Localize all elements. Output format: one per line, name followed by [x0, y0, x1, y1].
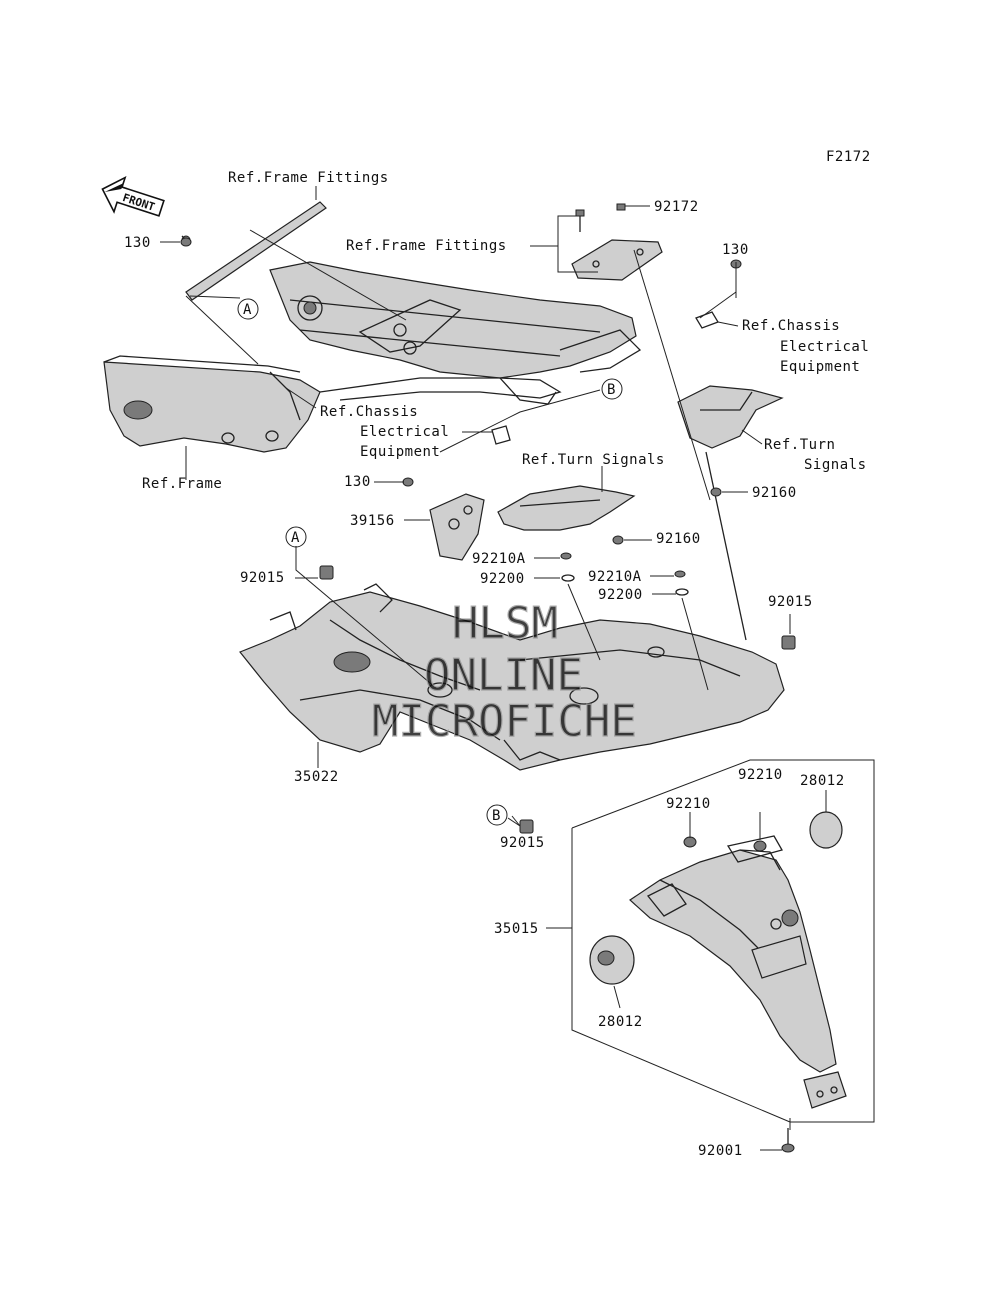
label-92015-b: 92015 — [768, 594, 813, 610]
turn-signal-left — [497, 485, 636, 531]
label-ref-chassis-left-2: Electrical — [360, 424, 449, 440]
label-92200-a: 92200 — [480, 571, 525, 587]
label-92200-b: 92200 — [598, 587, 643, 603]
label-92015-a: 92015 — [240, 570, 285, 586]
label-92210a-a: 92210A — [472, 551, 526, 567]
label-92210a-b: 92210A — [588, 569, 642, 585]
label-ref-chassis-right-1: Ref.Chassis — [742, 318, 840, 334]
front-arrow-icon: FRONT — [101, 175, 165, 217]
rear-fender-35015 — [589, 811, 847, 1109]
hardware-small-parts — [180, 237, 796, 1153]
label-92001: 92001 — [698, 1143, 743, 1159]
callout-a-top: A — [243, 302, 252, 318]
label-ref-frame: Ref.Frame — [142, 476, 222, 492]
label-ref-turn-right-2: Signals — [804, 457, 867, 473]
watermark: HLSM ONLINE MICROFICHE — [371, 597, 637, 747]
label-39156: 39156 — [350, 513, 395, 529]
label-92210-b: 92210 — [738, 767, 783, 783]
label-35022: 35022 — [294, 769, 339, 785]
label-130-right: 130 — [722, 242, 749, 258]
callout-b-top: B — [607, 382, 616, 398]
label-ref-chassis-left-3: Equipment — [360, 444, 440, 460]
label-ref-frame-fittings-mid: Ref.Frame Fittings — [346, 238, 507, 254]
watermark-line-1: HLSM — [452, 598, 558, 649]
turn-signal-right — [677, 385, 784, 641]
callout-circle-b-top — [601, 378, 623, 400]
rear-frame-drawing — [103, 261, 642, 453]
label-92160-b: 92160 — [656, 531, 701, 547]
callout-circle-a-lower — [285, 526, 307, 548]
label-ref-chassis-left-1: Ref.Chassis — [320, 404, 418, 420]
label-28012-a: 28012 — [800, 773, 845, 789]
callout-a-lower: A — [291, 530, 300, 546]
label-ref-turn-right-1: Ref.Turn — [764, 437, 835, 453]
label-92210-a: 92210 — [666, 796, 711, 812]
undertray-35022 — [239, 583, 785, 771]
watermark-line-2: ONLINE — [424, 650, 583, 701]
label-92015-c: 92015 — [500, 835, 545, 851]
leader-lines — [160, 186, 875, 1151]
bracket-92172 — [571, 203, 663, 281]
bracket-39156 — [429, 493, 485, 561]
figure-code: F2172 — [826, 149, 871, 165]
callout-circle-b-lower — [486, 804, 508, 826]
label-ref-frame-fittings-top: Ref.Frame Fittings — [228, 170, 389, 186]
label-130-left: 130 — [124, 235, 151, 251]
label-130-mid: 130 — [344, 474, 371, 490]
label-ref-chassis-right-3: Equipment — [780, 359, 860, 375]
part-labels: Ref.Frame Fittings 92172 130 Ref.Frame F… — [124, 170, 869, 1159]
label-ref-turn-signals-left: Ref.Turn Signals — [522, 452, 665, 468]
watermark-line-3: MICROFICHE — [372, 696, 637, 747]
callout-circle-a-top — [237, 298, 259, 320]
label-ref-chassis-right-2: Electrical — [780, 339, 869, 355]
callout-b-lower: B — [492, 808, 501, 824]
label-35015: 35015 — [494, 921, 539, 937]
label-92160-a: 92160 — [752, 485, 797, 501]
label-28012-b: 28012 — [598, 1014, 643, 1030]
label-92172: 92172 — [654, 199, 699, 215]
